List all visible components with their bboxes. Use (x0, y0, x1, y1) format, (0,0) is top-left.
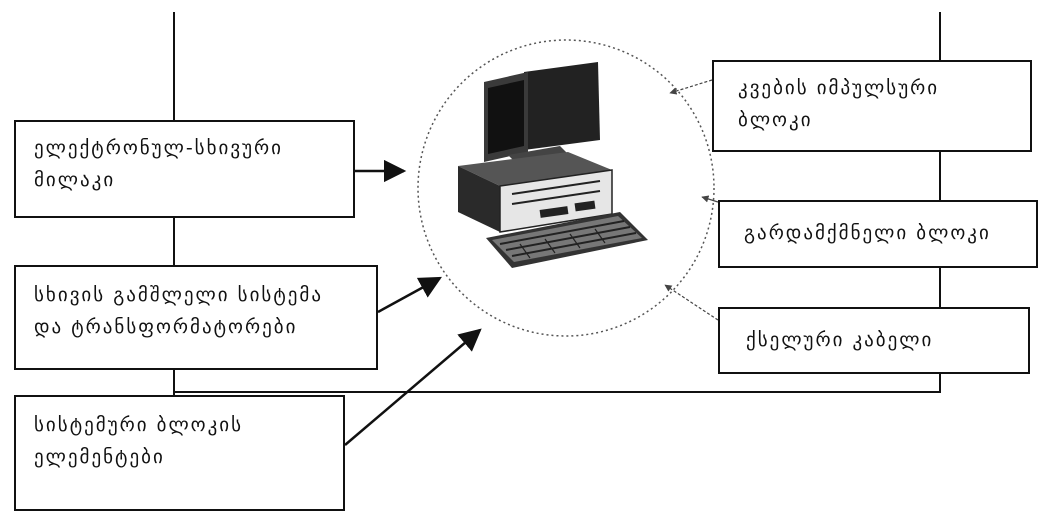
system-block-box: სისტემური ბლოკის ელემენტები (14, 395, 345, 511)
arrow-beam-deflection (377, 276, 442, 314)
converter-box: გარდამქმნელი ბლოკი (718, 200, 1038, 268)
electron-tube-label-line2: მილაკი (34, 169, 116, 191)
arrow-system-block (344, 328, 482, 446)
power-supply-label-line2: ბლოკი (738, 109, 813, 131)
beam-deflection-label-line2: და ტრანსფორმატორები (34, 316, 298, 338)
beam-deflection-box: სხივის გამშლელი სისტემა და ტრანსფორმატორ… (14, 265, 378, 370)
arrow-power-supply (669, 79, 713, 95)
network-cable-box: ქსელური კაბელი (718, 307, 1030, 374)
electron-tube-label-line1: ელექტრონულ-სხივური (34, 137, 283, 159)
electron-tube-box: ელექტრონულ-სხივური მილაკი (14, 120, 355, 218)
system-block-label-line1: სისტემური ბლოკის (34, 414, 244, 436)
beam-deflection-label-line1: სხივის გამშლელი სისტემა (34, 284, 323, 306)
arrow-converter (701, 195, 719, 203)
system-block-label-line2: ელემენტები (34, 446, 165, 468)
converter-label: გარდამქმნელი ბლოკი (744, 222, 991, 244)
network-cable-label: ქსელური კაბელი (746, 329, 934, 351)
power-supply-label-line1: კვების იმპულსური (738, 77, 940, 99)
computer-icon (458, 62, 648, 268)
power-supply-box: კვების იმპულსური ბლოკი (712, 60, 1032, 152)
arrow-network-cable (664, 284, 719, 321)
